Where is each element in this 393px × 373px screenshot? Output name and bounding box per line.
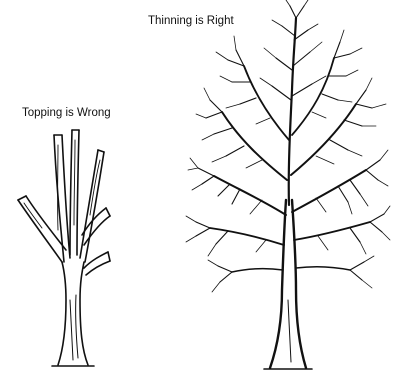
- thinning-caption: Thinning is Right: [148, 16, 234, 28]
- topping-caption: Topping is Wrong: [22, 108, 111, 120]
